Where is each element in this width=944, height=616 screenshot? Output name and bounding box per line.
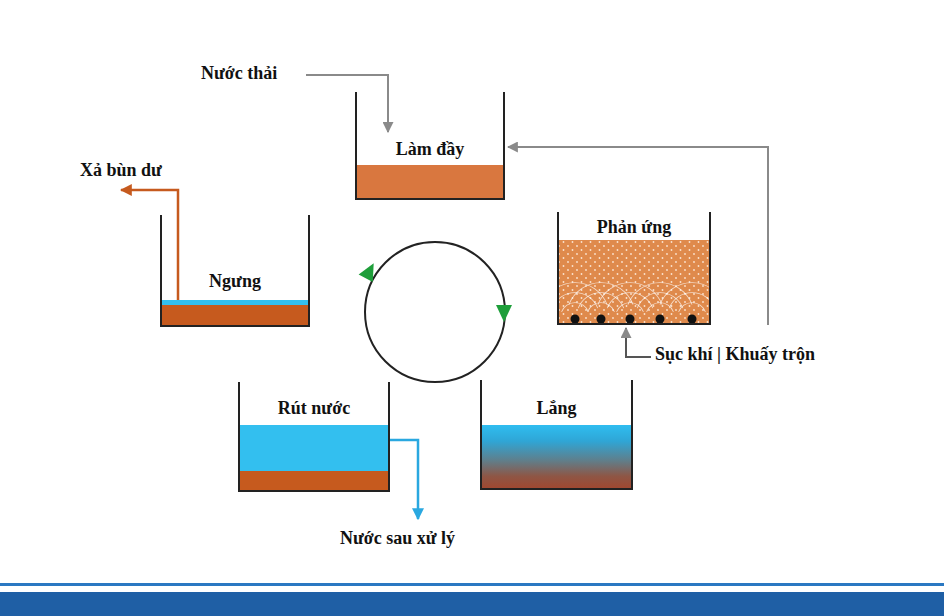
footer-band (0, 592, 944, 616)
sludge-arrow (121, 190, 178, 312)
tank-label: Ngưng (160, 272, 310, 292)
tank-shape (160, 215, 310, 327)
tank: Rút nước (238, 382, 390, 492)
influent-arrow (306, 75, 388, 132)
tank-label: Phản ứng (557, 218, 711, 238)
tank-shape (480, 380, 633, 490)
cycle-arrowhead (359, 259, 381, 282)
flow-label: Nước thải (201, 64, 277, 84)
effluent-arrow (390, 440, 418, 519)
flow-label: Nước sau xử lý (340, 529, 455, 549)
cycle-arrowhead (496, 305, 512, 322)
flow-label: Sục khí | Khuấy trộn (655, 345, 815, 365)
aeration-arrow (626, 328, 651, 357)
footer-line (0, 583, 944, 586)
tank-label: Lắng (480, 399, 633, 419)
tank-label: Làm đầy (355, 140, 505, 160)
tank: Làm đầy (355, 92, 505, 200)
return-line (508, 147, 768, 325)
tank: Phản ứng (557, 212, 711, 325)
tank: Ngưng (160, 215, 310, 327)
cycle-circle (365, 242, 505, 382)
tank: Lắng (480, 380, 633, 490)
flow-label: Xả bùn dư (80, 161, 162, 181)
tank-label: Rút nước (238, 399, 390, 419)
